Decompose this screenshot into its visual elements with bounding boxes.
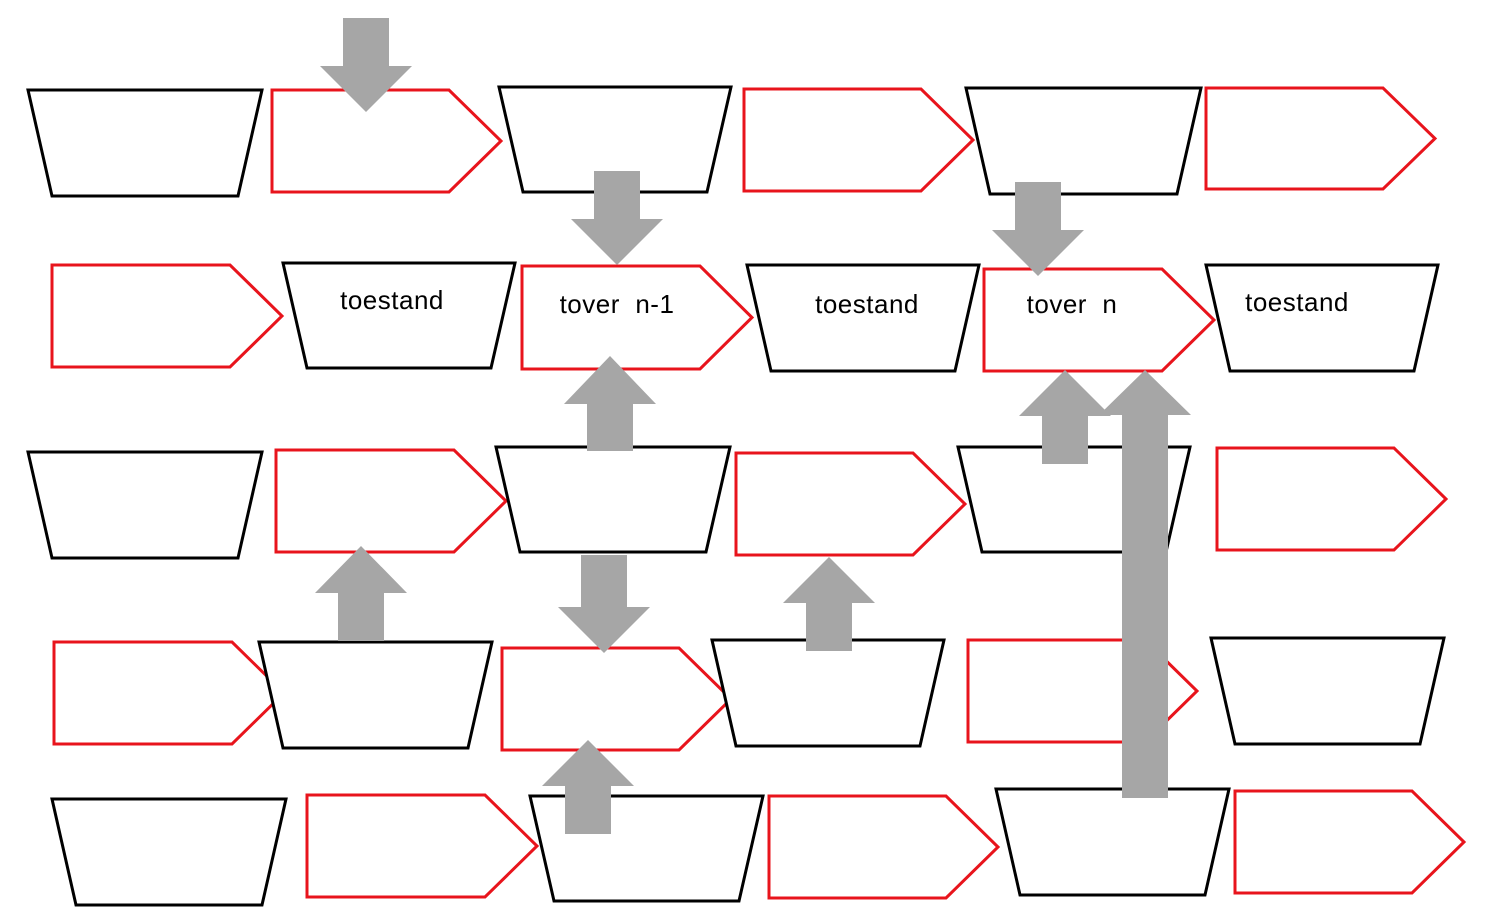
spell-block — [1233, 789, 1467, 895]
spell-block — [1204, 86, 1438, 191]
state-block — [994, 787, 1231, 897]
down-arrow — [558, 555, 650, 653]
up-arrow — [1019, 370, 1111, 464]
state-block — [257, 640, 494, 750]
state-block — [50, 797, 288, 907]
state-block — [710, 638, 946, 748]
up-arrow — [315, 546, 407, 641]
state-block — [497, 85, 733, 194]
label-state-3: toestand — [1245, 287, 1349, 317]
state-block — [281, 261, 517, 370]
shape-grid — [26, 85, 1467, 907]
spell-block — [1215, 446, 1449, 552]
state-block — [745, 263, 981, 373]
arrow-layer — [315, 18, 1191, 834]
down-arrow — [992, 182, 1084, 276]
up-arrow — [564, 356, 656, 451]
up-arrow — [542, 740, 634, 834]
spell-block — [734, 451, 968, 557]
state-block — [1209, 636, 1446, 746]
spell-block — [305, 793, 540, 899]
spell-block — [767, 794, 1001, 900]
down-arrow — [320, 18, 412, 112]
spell-block — [50, 263, 285, 369]
state-block — [964, 86, 1203, 196]
state-block — [26, 88, 264, 198]
state-block — [26, 450, 264, 560]
state-block — [1204, 263, 1440, 373]
state-block — [528, 794, 765, 903]
spell-block — [274, 448, 509, 554]
spell-block — [742, 87, 976, 193]
down-arrow — [571, 171, 663, 265]
label-state-1: toestand — [340, 285, 444, 315]
spell-block — [520, 264, 755, 371]
spell-block — [500, 646, 734, 752]
label-spell-prev: tover n-1 — [560, 289, 675, 319]
label-state-2: toestand — [815, 289, 919, 319]
spell-block — [270, 88, 504, 194]
spell-block — [982, 267, 1217, 373]
up-arrow — [783, 557, 875, 651]
state-block — [494, 445, 732, 554]
label-spell-n: tover n — [1027, 289, 1118, 319]
spell-block — [52, 640, 287, 746]
long-up-arrow — [1099, 370, 1191, 798]
label-layer: toestand tover n-1 toestand tover n toes… — [340, 285, 1349, 319]
